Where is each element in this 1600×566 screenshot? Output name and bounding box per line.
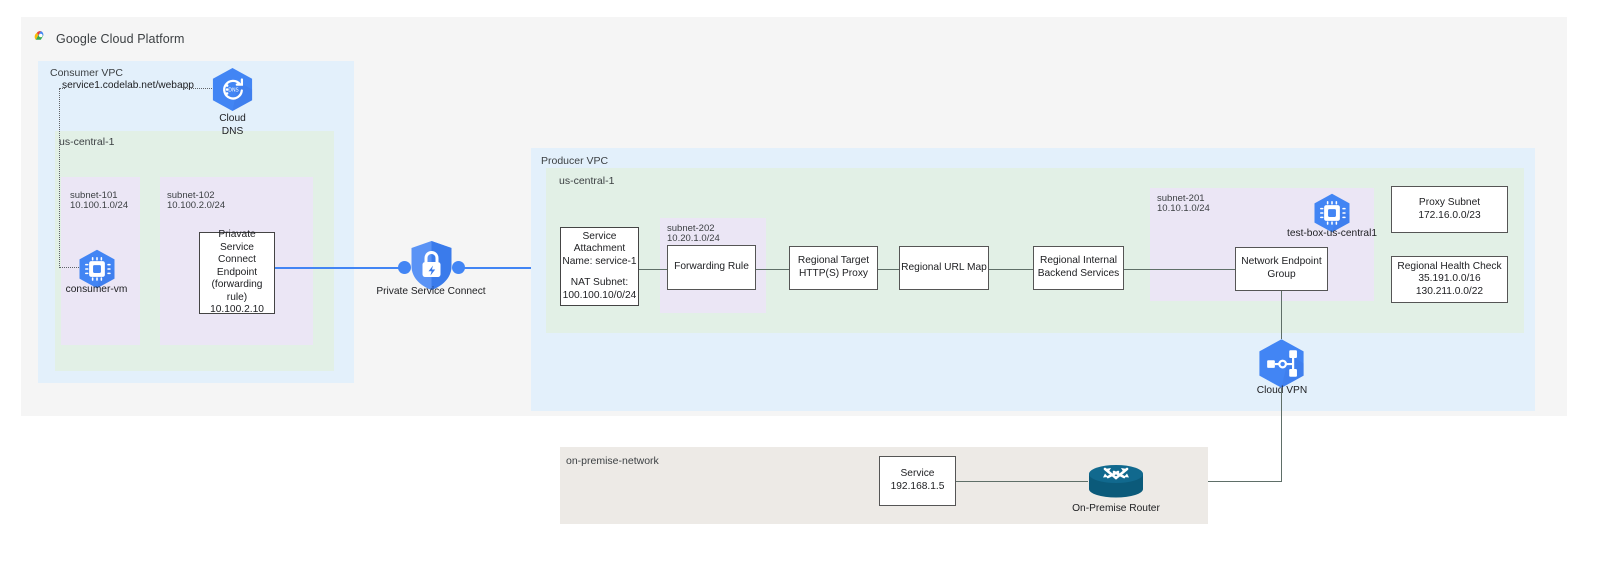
url-map-label: Regional URL Map [901,261,987,273]
subnet-201-cidr: 10.10.1.0/24 [1157,203,1210,214]
proxy-subnet-line2: 172.16.0.0/23 [1418,209,1481,221]
svg-text:DNS: DNS [228,87,239,93]
compute-engine-vm-icon [76,248,118,290]
backend-services-line2: Backend Services [1037,268,1120,279]
onprem-service-line1: Service [900,468,935,480]
connector-sa-to-fr [639,269,667,270]
connector-vpn-to-router-vertical [1281,389,1282,481]
target-proxy-line2: HTTP(S) Proxy [798,268,869,279]
psc-endpoint-node: Priavate Service Connect Endpoint (forwa… [199,228,275,316]
subnet-101-name: subnet-101 [70,190,118,201]
dns-record-text: service1.codelab.net/webapp [62,80,194,91]
service-attachment-line2: Attachment [573,243,626,255]
forwarding-rule-node: Forwarding Rule [667,245,756,290]
subnet-201-name: subnet-201 [1157,193,1205,204]
on-premise-service-node: Service 192.168.1.5 [879,456,956,506]
target-proxy-line1: Regional Target [797,255,870,267]
subnet-102-name: subnet-102 [167,190,215,201]
dns-path-to-clouddns [185,88,212,89]
consumer-vpc-label: Consumer VPC [50,67,123,79]
private-service-connect-label: Private Service Connect [376,286,486,297]
psc-link-dot-left [398,261,411,274]
backend-services-line1: Regional Internal [1039,255,1117,267]
psc-endpoint-line2: Connect Endpoint [216,254,258,278]
connector-backend-to-neg [1124,269,1235,270]
onprem-service-line2: 192.168.1.5 [890,481,945,492]
on-premise-router-label: On-Premise Router [1072,503,1160,514]
cloud-dns-label-line1: Cloud [219,113,246,124]
compute-engine-vm-icon [1311,192,1353,234]
cloud-dns-label-line2: DNS [221,125,244,137]
proxy-subnet-node: Proxy Subnet 172.16.0.0/23 [1391,186,1508,233]
producer-vpc-label: Producer VPC [541,155,609,167]
subnet-102-cidr: 10.100.2.0/24 [167,200,226,211]
consumer-region-label: us-central-1 [59,136,115,148]
proxy-subnet-line1: Proxy Subnet [1418,196,1481,208]
forwarding-rule-label: Forwarding Rule [674,261,749,273]
connector-service-to-router [956,481,1088,482]
on-premise-network-label: on-premise-network [566,455,659,467]
service-attachment-line4: NAT Subnet: [570,277,629,289]
service-attachment-line5: 100.100.10/0/24 [562,289,637,301]
consumer-vm-label: consumer-vm [65,284,128,295]
gcp-brand: Google Cloud Platform [32,28,185,50]
psc-endpoint-line4: 10.100.2.10 [210,304,264,316]
router-icon [1086,462,1146,504]
gcp-brand-text: Google Cloud Platform [56,32,185,46]
google-cloud-logo-icon [32,28,49,50]
service-attachment-node: Service Attachment Name: service-1 NAT S… [560,227,639,306]
private-service-connect-shield-icon [409,240,454,292]
subnet-202-cidr: 10.20.1.0/24 [667,233,720,244]
psc-link-left [275,267,407,269]
neg-line2: Group [1267,269,1296,280]
subnet-202-name: subnet-202 [667,223,715,234]
health-check-line3: 130.211.0.0/22 [1415,285,1484,297]
psc-endpoint-line3: (forwarding rule) [211,279,263,303]
producer-region-label: us-central-1 [559,175,615,187]
psc-link-right [455,267,561,269]
service-attachment-line1: Service [582,230,617,242]
regional-health-check-node: Regional Health Check 35.191.0.0/16 130.… [1391,256,1508,303]
subnet-101-cidr: 10.100.1.0/24 [70,200,129,211]
regional-target-proxy-node: Regional Target HTTP(S) Proxy [789,246,878,290]
neg-line1: Network Endpoint [1241,256,1322,268]
connector-urlmap-to-backend [989,269,1033,270]
health-check-line2: 35.191.0.0/16 [1418,273,1481,285]
cloud-vpn-label: Cloud VPN [1256,385,1308,396]
service-attachment-line3: Name: service-1 [562,255,637,267]
connector-neg-to-vpn [1281,291,1282,339]
connector-fr-to-proxy [756,269,789,270]
connector-proxy-to-urlmap [878,269,899,270]
connector-vpn-to-router-horizontal [1153,481,1282,482]
psc-endpoint-line1: Priavate Service [218,228,256,253]
regional-backend-services-node: Regional Internal Backend Services [1033,246,1124,290]
regional-url-map-node: Regional URL Map [899,246,989,290]
psc-link-dot-right [452,261,465,274]
cloud-dns-icon: DNS [209,66,256,113]
health-check-line1: Regional Health Check [1397,260,1502,272]
dns-path-corner [59,88,65,89]
test-box-label: test-box-us-central1 [1286,228,1378,239]
dns-path-vertical [59,88,60,268]
network-endpoint-group-node: Network Endpoint Group [1235,247,1328,291]
dns-path-to-vm [59,267,81,268]
cloud-vpn-icon [1255,337,1308,390]
